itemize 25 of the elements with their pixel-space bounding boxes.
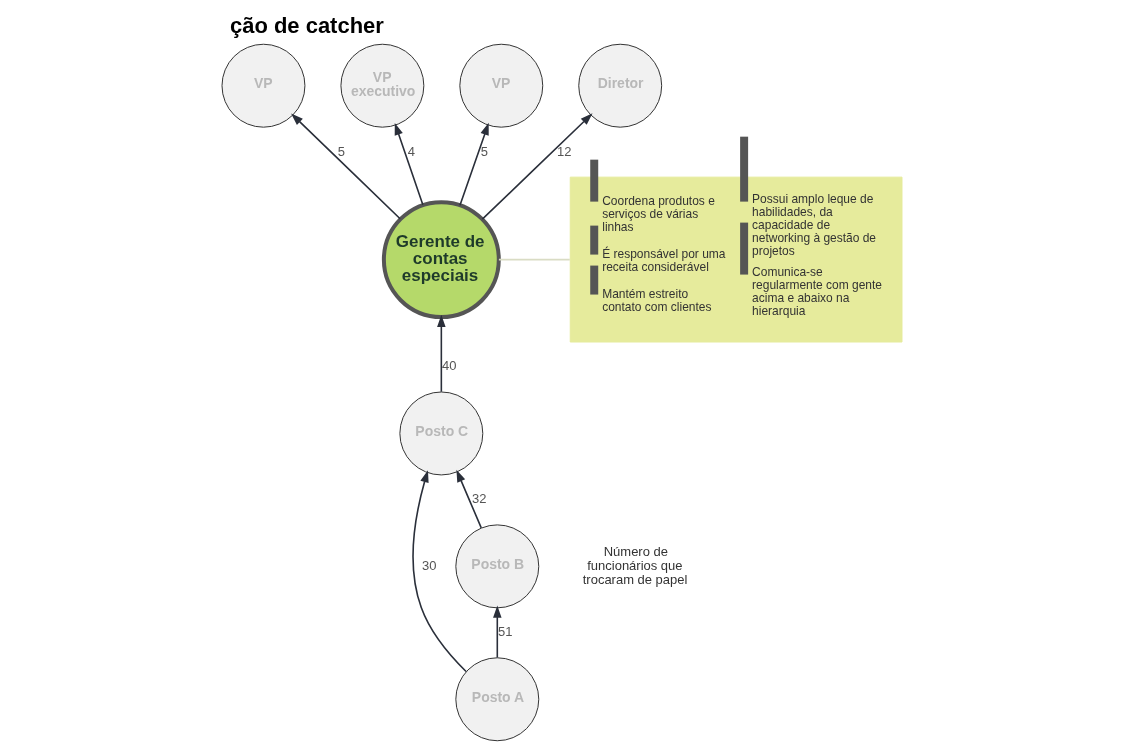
edge-label: 4 bbox=[407, 143, 415, 159]
edge-label: 5 bbox=[337, 143, 345, 159]
edge-label: 5 bbox=[480, 143, 488, 159]
arrow bbox=[411, 470, 467, 673]
edge-label: 51 bbox=[497, 624, 513, 640]
arrow bbox=[458, 122, 489, 206]
edge-label: 40 bbox=[441, 358, 457, 374]
arrow bbox=[455, 469, 482, 529]
label: Número de funcionários que trocaram de papel bbox=[582, 543, 687, 587]
edge-label: 30 bbox=[421, 557, 437, 573]
connector bbox=[497, 258, 571, 261]
node-circle: VP bbox=[458, 43, 543, 128]
node-circle: VP executivo bbox=[339, 43, 424, 128]
node-circle: Posto B bbox=[454, 524, 539, 609]
node-circle: Posto A bbox=[454, 657, 539, 742]
edge-label: 32 bbox=[471, 491, 487, 507]
arrow bbox=[394, 122, 424, 206]
node-circle: Gerente de contas especiais bbox=[381, 200, 501, 320]
edge-label: 12 bbox=[556, 143, 571, 159]
diagram-title: ção de catcher bbox=[229, 12, 384, 38]
arrow bbox=[290, 113, 401, 220]
arrow bbox=[492, 605, 502, 659]
arrow bbox=[481, 113, 593, 220]
node-circle: Posto C bbox=[398, 391, 483, 476]
arrow bbox=[436, 314, 446, 393]
